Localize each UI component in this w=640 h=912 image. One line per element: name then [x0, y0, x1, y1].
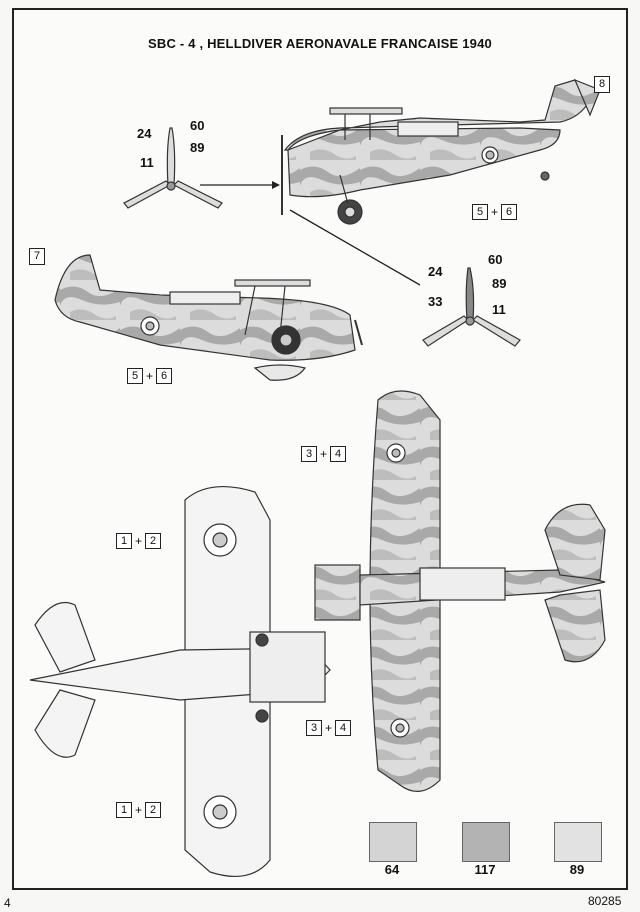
side-view-right [281, 78, 601, 225]
paint-swatch-89 [554, 822, 602, 862]
under-view [29, 486, 331, 878]
prop-top-code-2: 60 [190, 118, 205, 133]
decal-top-wing-upper: 3+4 [301, 446, 347, 462]
prop-top-code-3: 89 [190, 140, 205, 155]
prop-right-code-5: 11 [492, 302, 506, 317]
propeller-right [422, 267, 521, 347]
decal-roundel-side-left: 5+6 [127, 368, 173, 384]
paint-code-89: 89 [569, 862, 585, 877]
page-number: 4 [4, 896, 11, 910]
decal-tail-right: 8 [594, 76, 610, 93]
decal-roundel-side-right: 5+6 [472, 204, 518, 220]
sheet-title: SBC - 4 , HELLDIVER AERONAVALE FRANCAISE… [148, 36, 492, 51]
top-view [314, 390, 606, 792]
paint-code-64: 64 [384, 862, 400, 877]
paint-code-117: 117 [474, 862, 496, 877]
paint-swatch-64 [369, 822, 417, 862]
prop-top-code-4: 11 [140, 155, 154, 170]
catalog-number: 80285 [588, 894, 622, 908]
prop-right-code-2: 60 [488, 252, 503, 267]
decal-under-wing-upper: 1+2 [116, 533, 162, 549]
prop-top-code-1: 24 [137, 126, 152, 141]
decal-under-wing-lower: 1+2 [116, 802, 162, 818]
side-view-left [54, 254, 363, 381]
paint-swatch-117 [462, 822, 510, 862]
prop-right-code-1: 24 [428, 264, 443, 279]
prop-right-code-4: 33 [428, 294, 443, 309]
decal-tail-left: 7 [29, 248, 45, 265]
decal-top-wing-lower: 3+4 [306, 720, 352, 736]
prop-right-code-3: 89 [492, 276, 507, 291]
propeller-top [123, 127, 223, 209]
